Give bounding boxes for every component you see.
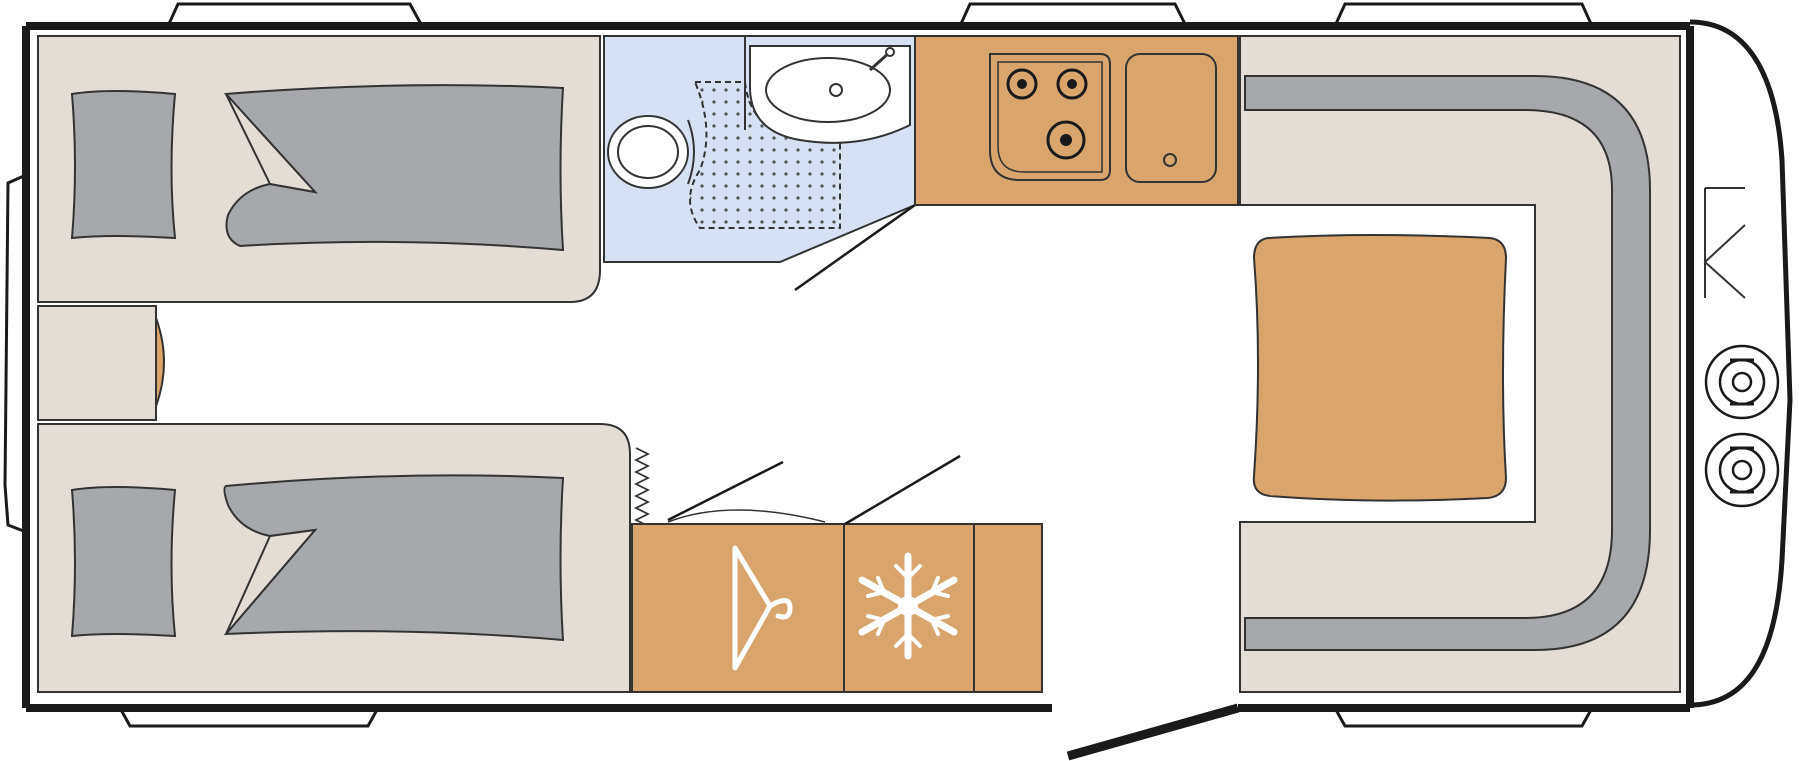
dinette-table [1252, 234, 1508, 502]
washbasin-bowl [765, 57, 891, 123]
rear-cabinet [37, 305, 157, 421]
door-arc [667, 509, 826, 523]
dinette-backrest [1244, 75, 1651, 651]
hanger-icon [732, 545, 793, 671]
drawbar-k-icon [1703, 188, 1746, 299]
window-bottom-right [1333, 707, 1594, 728]
pillow-bottom [70, 486, 177, 638]
door-swing-fridge [844, 454, 961, 526]
toilet-seat [617, 125, 679, 179]
entrance-door [1066, 703, 1240, 761]
burners [1006, 68, 1088, 160]
pillow-top [70, 90, 177, 240]
shower-tray [689, 81, 841, 229]
burner-1-icon [1006, 68, 1038, 100]
hob-inner [997, 61, 1103, 173]
dinette-base [1239, 35, 1681, 693]
windows [3, 2, 1594, 728]
rear-cabinet-handle [155, 317, 165, 407]
washroom-door [794, 203, 916, 292]
window-top-middle [958, 2, 1188, 27]
mattress-top-fold [225, 93, 318, 194]
sink-drain [1163, 153, 1177, 167]
hob [989, 53, 1111, 181]
kitchen-sink [1125, 53, 1217, 183]
burner-2-icon [1056, 68, 1088, 100]
washbasin-tap-knob [885, 47, 895, 57]
toilet [607, 115, 689, 189]
mattress-bottom-fold [225, 528, 318, 635]
washbasin-drain [829, 83, 843, 97]
mattress-top [223, 84, 565, 252]
window-top-right [1333, 2, 1594, 27]
burner-3-icon [1046, 120, 1086, 160]
walls [22, 22, 1694, 712]
door-swing-wardrobe [667, 460, 784, 522]
mattress-bottom [223, 474, 565, 642]
window-top-left [166, 2, 424, 27]
window-bottom-left [118, 707, 380, 728]
window-rear [3, 173, 27, 534]
gas-bottle-icon [1704, 344, 1780, 508]
toilet-tank [687, 119, 695, 185]
side-cabinet [973, 523, 1043, 693]
